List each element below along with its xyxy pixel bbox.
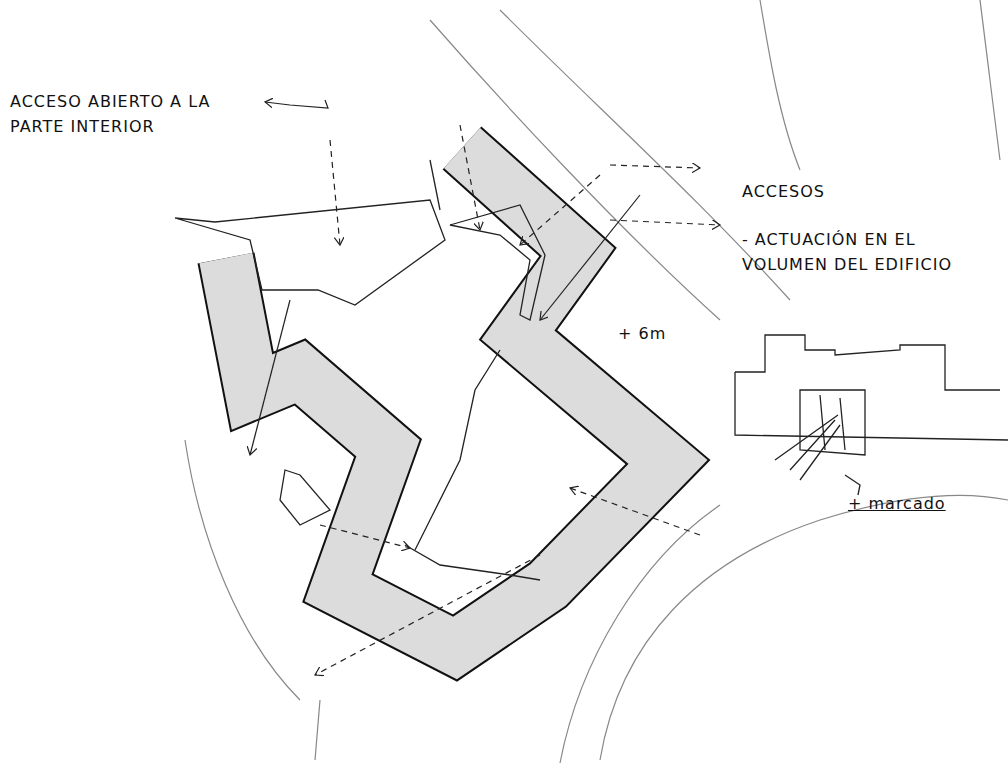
intervention-note: - ACTUACIÓN EN EL VOLUMEN DEL EDIFICIO xyxy=(742,228,972,278)
access-note: ACCESO ABIERTO A LA PARTE INTERIOR xyxy=(10,90,240,140)
elevation-sketch xyxy=(735,335,1008,495)
access-heading: ACCESOS xyxy=(742,180,892,205)
height-label: + 6m xyxy=(618,322,698,347)
access-arrows xyxy=(315,125,720,675)
building-outline xyxy=(175,160,545,580)
band-outline xyxy=(226,148,668,648)
emphasis-note: + marcado xyxy=(848,492,968,517)
road-lines xyxy=(185,0,1008,763)
band-fill xyxy=(226,148,668,648)
callout-arrows xyxy=(250,100,640,455)
